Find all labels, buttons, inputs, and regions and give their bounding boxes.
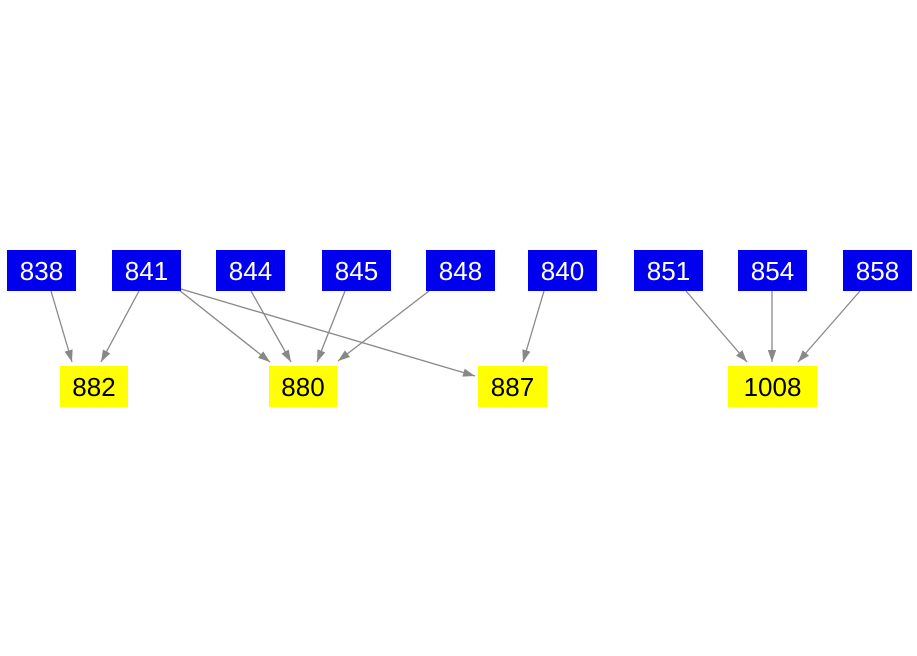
node-882: 882 <box>60 366 128 407</box>
edge-845-880 <box>316 290 346 363</box>
node-880: 880 <box>269 366 337 407</box>
node-label: 880 <box>281 371 325 402</box>
edge-844-880 <box>250 290 292 363</box>
node-841: 841 <box>112 250 181 291</box>
node-label: 887 <box>490 371 535 402</box>
edge-840-887 <box>522 290 545 363</box>
edge-841-887 <box>180 288 476 377</box>
node-label: 838 <box>19 255 64 286</box>
node-label: 1008 <box>743 371 802 402</box>
edges-group <box>50 288 861 377</box>
node-851: 851 <box>634 250 703 291</box>
node-label: 854 <box>750 255 795 286</box>
node-label: 844 <box>228 255 273 286</box>
node-label: 851 <box>646 255 691 286</box>
node-label: 858 <box>855 255 900 286</box>
edge-848-880 <box>337 290 430 362</box>
node-858: 858 <box>843 250 912 291</box>
edge-841-882 <box>100 290 140 363</box>
node-845: 845 <box>322 250 391 291</box>
node-854: 854 <box>738 250 807 291</box>
node-887: 887 <box>478 366 547 407</box>
node-label: 882 <box>72 371 116 402</box>
edge-841-880 <box>178 289 271 363</box>
node-label: 845 <box>334 255 379 286</box>
edge-851-1008 <box>685 290 748 363</box>
node-label: 841 <box>124 255 169 286</box>
node-848: 848 <box>426 250 495 291</box>
node-840: 840 <box>528 250 597 291</box>
edge-838-882 <box>50 290 73 363</box>
node-838: 838 <box>7 250 76 291</box>
node-label: 848 <box>438 255 483 286</box>
node-label: 840 <box>540 255 585 286</box>
node-844: 844 <box>216 250 285 291</box>
node-1008: 1008 <box>728 366 817 407</box>
edge-858-1008 <box>797 290 861 363</box>
